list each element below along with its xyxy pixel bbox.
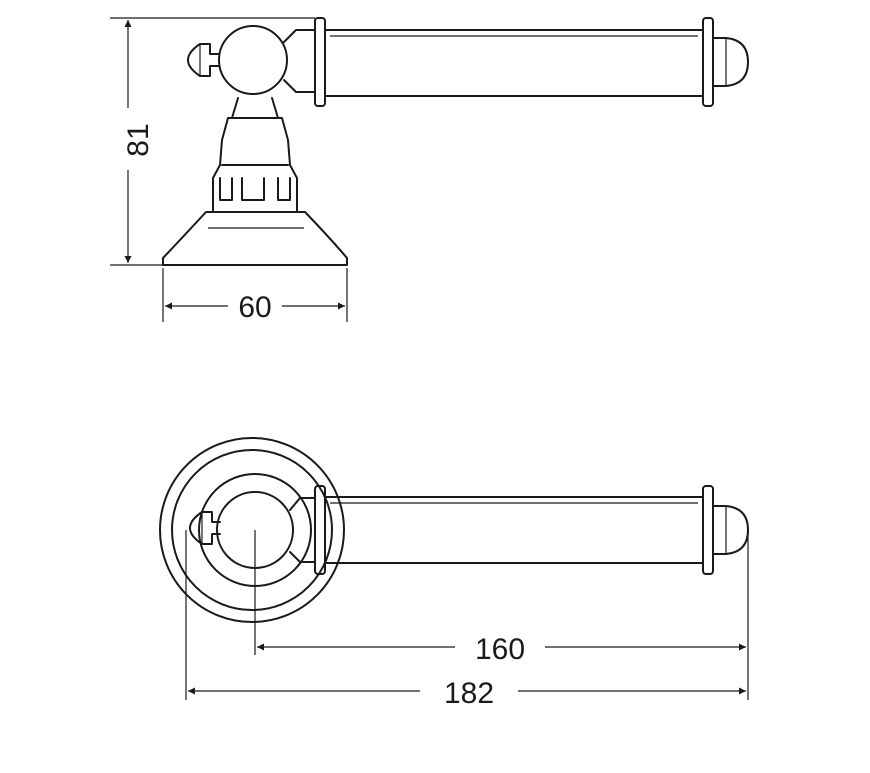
ball — [218, 25, 288, 95]
dim-label-182: 182 — [444, 677, 494, 710]
arm-connector-top — [289, 497, 316, 563]
neck — [231, 97, 279, 119]
dim-label-160: 160 — [475, 633, 525, 666]
dim-label-81: 81 — [122, 123, 155, 156]
end-flange — [702, 17, 714, 107]
arm-flange — [314, 17, 326, 107]
collar — [212, 117, 298, 213]
arm-connector — [283, 29, 316, 93]
rosette-outer — [159, 437, 345, 623]
side-view: 81 60 — [110, 17, 749, 324]
finial-top — [189, 511, 221, 545]
rosette-inner — [171, 449, 333, 611]
collar-notches — [219, 177, 291, 201]
end-cap-top — [712, 505, 749, 555]
finial — [187, 43, 220, 77]
arm-flange-top — [314, 485, 326, 575]
end-cap — [712, 37, 749, 87]
top-view: 160 182 — [159, 437, 749, 710]
tube — [324, 29, 704, 97]
dim-label-60: 60 — [238, 291, 271, 324]
base-flange — [162, 211, 348, 266]
tube-top — [324, 496, 704, 564]
end-flange-top — [702, 485, 714, 575]
